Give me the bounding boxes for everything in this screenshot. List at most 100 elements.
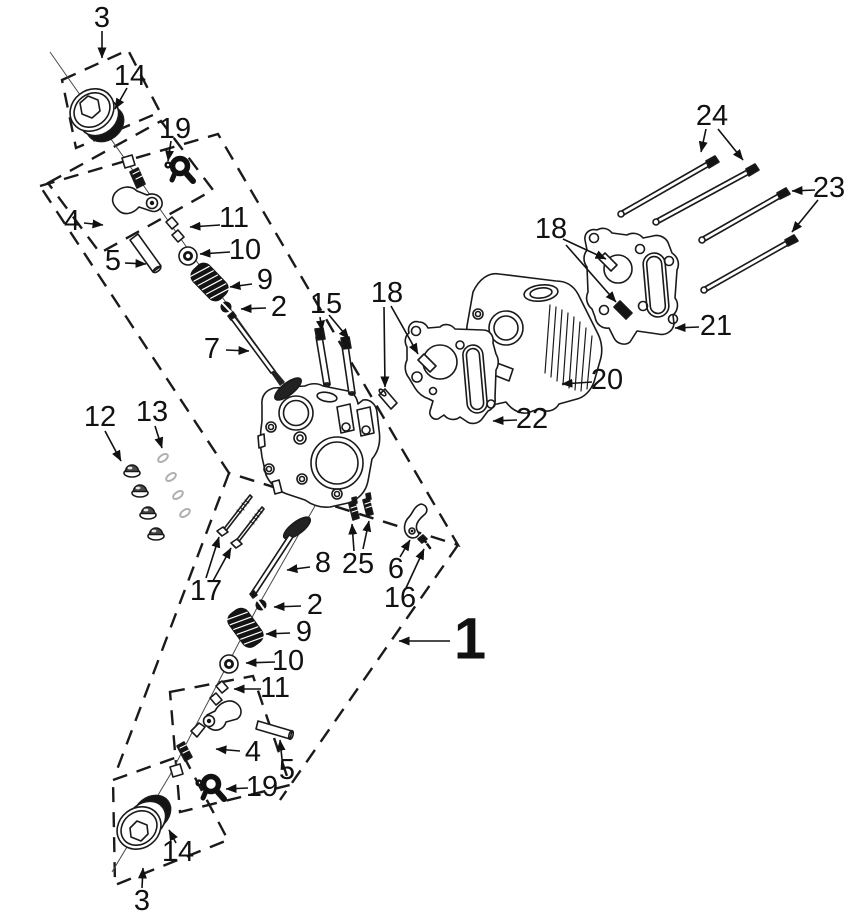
callout-arrow	[229, 281, 253, 291]
callout-label: 24	[696, 100, 728, 132]
callout-3: 3	[94, 2, 110, 59]
callout-label: 9	[296, 616, 312, 648]
callout-arrow	[791, 186, 816, 196]
callout-label: 3	[94, 2, 110, 34]
spring-retainer-top	[178, 246, 198, 266]
callout-label: 18	[535, 213, 567, 245]
callout-arrow	[273, 602, 302, 612]
callout-1: 1	[398, 607, 486, 672]
callout-9: 9	[265, 616, 312, 648]
cam-stopper-bracket-6	[403, 503, 428, 539]
callout-label: 17	[190, 575, 222, 607]
callout-label: 16	[384, 582, 416, 614]
callout-arrow	[104, 430, 122, 462]
rocker-arm-top	[111, 154, 163, 215]
valve-clip-top	[164, 155, 196, 184]
sealing-washers-13	[157, 453, 191, 518]
callout-24: 24	[696, 100, 744, 161]
adjuster-nut-top	[121, 154, 136, 169]
callout-arrow	[717, 128, 744, 161]
callout-arrow	[390, 305, 419, 355]
callout-14: 14	[162, 829, 194, 868]
callout-14: 14	[114, 60, 146, 110]
adjuster-nut-bottom	[169, 763, 184, 778]
callout-arrow	[212, 547, 232, 582]
callout-arrow	[399, 539, 411, 558]
callout-arrow	[245, 658, 276, 668]
callout-arrow	[405, 548, 425, 589]
push-rods-23	[698, 187, 799, 294]
callout-6: 6	[388, 539, 411, 585]
callout-arrow	[225, 346, 250, 356]
cylinder-barrel	[465, 272, 603, 414]
callout-arrow	[565, 244, 617, 303]
dowel-pin-18-dark	[613, 300, 633, 320]
callout-2: 2	[240, 291, 287, 323]
callout-10: 10	[199, 234, 261, 266]
valve-seal-pieces-top	[165, 216, 185, 243]
flange-bolts-17	[216, 494, 265, 549]
combustion-chamber-bore	[310, 436, 364, 490]
rocker-arm-bottom	[169, 700, 242, 778]
cylinder-base-gasket	[583, 227, 680, 345]
cylinder-head-gasket	[404, 320, 500, 425]
callout-arrow	[215, 745, 241, 755]
callout-label: 4	[245, 736, 261, 768]
callout-label: 14	[162, 836, 194, 868]
callout-arrow	[362, 520, 372, 550]
callout-label: 4	[64, 205, 80, 237]
callout-arrow	[205, 536, 221, 579]
callout-arrow	[225, 784, 249, 794]
callout-arrow	[316, 316, 325, 332]
hex-recess	[129, 820, 149, 842]
callout-label: 13	[136, 396, 168, 428]
callout-arrow	[561, 378, 593, 388]
cooling-fins	[544, 304, 593, 392]
callout-label: 5	[105, 245, 121, 277]
valve-8	[249, 516, 312, 599]
callout-19: 19	[225, 771, 278, 803]
callout-arrow	[165, 140, 175, 162]
cap-nuts-12	[123, 464, 165, 541]
callout-label: 10	[229, 234, 261, 266]
callout-arrow	[380, 306, 390, 388]
rocker-shaft-pin-top	[129, 233, 162, 274]
callout-label: 19	[159, 113, 191, 145]
callout-11: 11	[233, 672, 290, 704]
callout-17: 17	[190, 536, 232, 607]
callout-5: 5	[276, 739, 295, 786]
callout-label: 7	[204, 333, 220, 365]
adjuster-screw-bottom	[176, 741, 193, 762]
callout-arrow	[137, 867, 147, 889]
callout-arrow	[168, 829, 178, 844]
callout-21: 21	[674, 310, 732, 342]
rocker-shaft-pin-bottom	[255, 720, 295, 741]
bracket-bolt-16	[417, 534, 432, 550]
callout-arrow	[240, 304, 267, 314]
hex-recess	[79, 95, 101, 119]
spring-retainer-bottom	[219, 654, 239, 674]
callout-label: 23	[813, 172, 845, 204]
callout-19: 19	[159, 113, 191, 162]
callout-label: 18	[371, 277, 403, 309]
callout-label: 3	[134, 885, 150, 917]
callout-9: 9	[229, 264, 273, 296]
valve-keeper-top	[220, 301, 232, 313]
valve-keeper-bottom	[255, 599, 267, 611]
callout-arrow	[562, 238, 607, 260]
callout-arrow	[114, 87, 128, 110]
callout-arrow	[791, 199, 819, 233]
callout-20: 20	[561, 364, 623, 396]
push-rods-24	[617, 155, 760, 226]
callout-label: 9	[257, 264, 273, 296]
cylinder-head	[257, 382, 381, 508]
callout-label: 14	[114, 60, 146, 92]
dowel-pin-18	[378, 388, 398, 410]
callout-16: 16	[384, 548, 425, 614]
callout-arrow	[124, 259, 147, 268]
callout-15: 15	[310, 288, 350, 340]
callout-label: 5	[279, 754, 295, 786]
